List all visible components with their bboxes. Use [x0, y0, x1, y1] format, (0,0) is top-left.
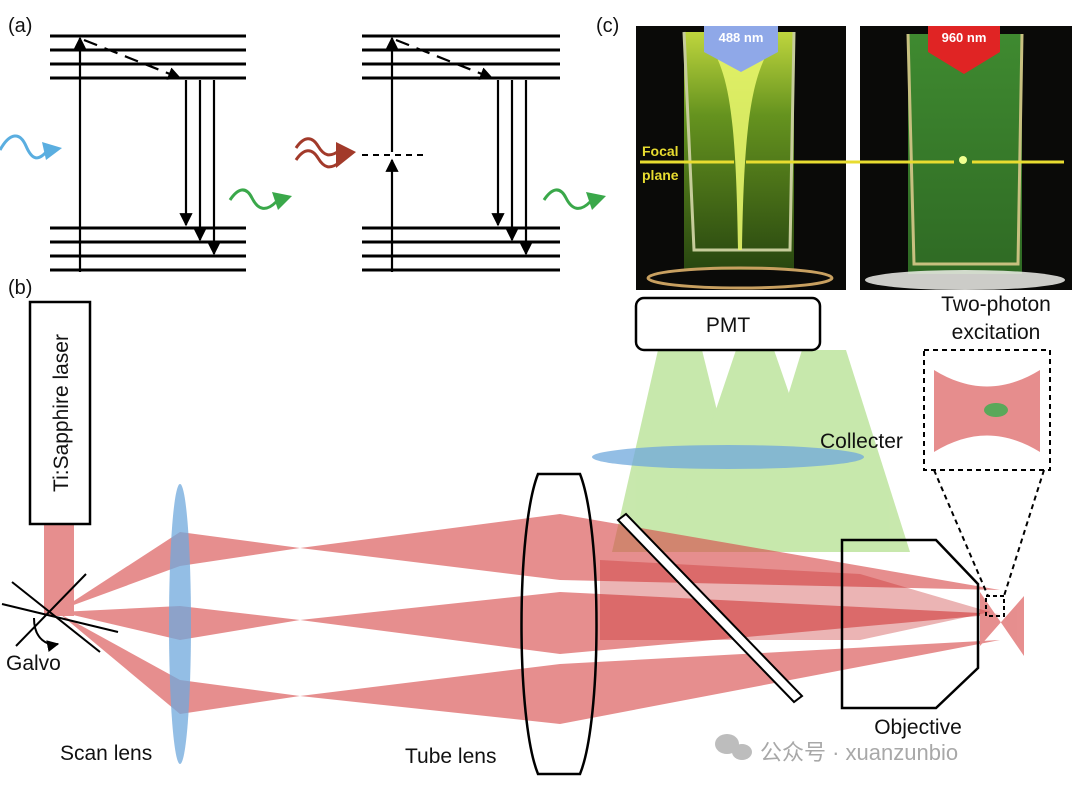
- laser-label: Ti:Sapphire laser: [50, 334, 73, 492]
- blue-photon-arrowhead-icon: [42, 142, 62, 160]
- objective-lens: [840, 538, 980, 710]
- galvo-mirror: [1, 573, 119, 653]
- one-photon-cuvette-photo: 488 nm: [636, 26, 846, 290]
- panel-a-jablonski-diagrams: (a): [0, 15, 606, 272]
- green-emission-arrowhead-right-icon: [586, 192, 606, 210]
- inset-excitation-spot: [984, 403, 1008, 417]
- two-photon-diagram: [362, 34, 560, 272]
- panel-b-label: (b): [8, 277, 32, 299]
- panel-b-microscope-schematic: (b) Ti:Sapphire laser: [1, 277, 1051, 776]
- two-photon-cuvette-photo: 960 nm: [860, 26, 1072, 290]
- tube-lens: [520, 472, 598, 776]
- green-emission-photon-right-icon: [542, 188, 592, 210]
- one-photon-diagram: [50, 34, 246, 272]
- blue-488nm-beam-arrow-icon: [704, 26, 778, 72]
- watermark-text: 公众号 · xuanzunbio: [760, 740, 958, 765]
- inset-title-line1: Two-photon: [941, 293, 1051, 316]
- red-two-photon-excitation-icon: [294, 137, 341, 169]
- collecter-label: Collecter: [820, 430, 903, 453]
- pmt-box: [634, 296, 822, 352]
- red-photon-arrowhead-icon: [336, 142, 356, 168]
- galvo-label: Galvo: [6, 652, 61, 675]
- scan-lens: [169, 484, 191, 764]
- panel-a-label: (a): [8, 15, 32, 37]
- focal-plane-label-line2: plane: [642, 167, 679, 183]
- wechat-logo-icon: [715, 734, 752, 760]
- zoom-line-right: [1003, 469, 1045, 597]
- dichroic-mirror: [616, 512, 804, 704]
- blue-excitation-photon-icon: [0, 134, 50, 160]
- focused-beam-overlap: [600, 560, 990, 640]
- tube-lens-label: Tube lens: [405, 745, 496, 768]
- right-wavelength-label: 960 nm: [942, 30, 987, 45]
- ti-sapphire-laser-box: [28, 300, 92, 526]
- scan-lens-label: Scan lens: [60, 742, 152, 765]
- zoom-line-left: [933, 469, 989, 597]
- panel-c-label: (c): [596, 15, 619, 37]
- focal-plane-label-line1: Focal: [642, 143, 679, 159]
- left-wavelength-label: 488 nm: [719, 30, 764, 45]
- focal-spot-marker: [985, 595, 1005, 617]
- collecter-lens: [592, 445, 864, 469]
- green-emission-arrowhead-left-icon: [272, 192, 292, 210]
- inset-title-line2: excitation: [952, 321, 1041, 344]
- galvo-rotation-arrow-icon: [33, 617, 60, 652]
- two-photon-transitions: [385, 36, 533, 272]
- laser-beam-paths: [44, 514, 1024, 724]
- objective-label: Objective: [874, 716, 962, 739]
- watermark: 公众号 · xuanzunbio: [715, 734, 958, 765]
- panel-c-cuvette-photos: (c) 488 nm 960 nm Focal pla: [596, 15, 1072, 290]
- pmt-label: PMT: [706, 314, 751, 337]
- green-emission-photon-left-icon: [228, 188, 278, 210]
- red-960nm-beam-arrow-icon: [928, 26, 1000, 74]
- one-photon-transitions: [73, 36, 221, 272]
